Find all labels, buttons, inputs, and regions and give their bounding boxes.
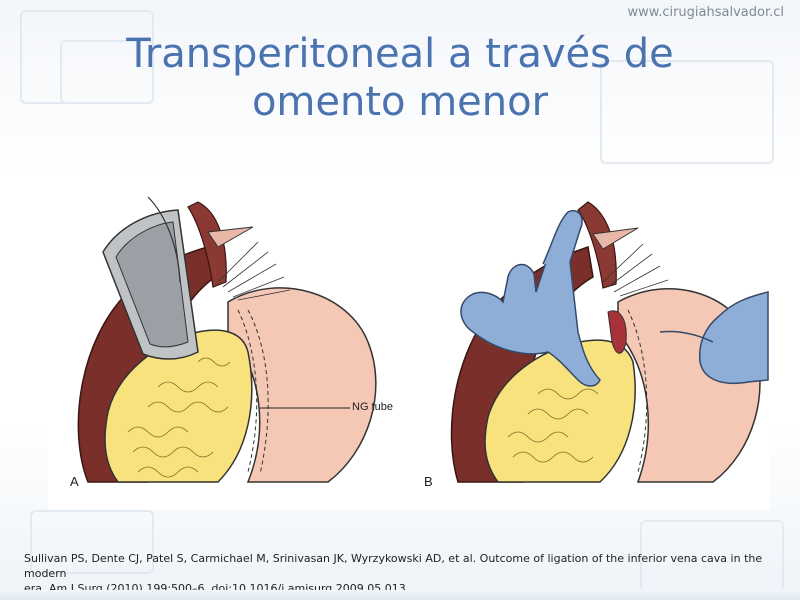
slide-title: Transperitoneal a través de omento menor [0,30,800,126]
reference-citation: Sullivan PS, Dente CJ, Patel S, Carmicha… [24,551,784,596]
ng-tube-callout: NG tube [352,401,393,413]
slide-title-line1: Transperitoneal a través de [126,31,674,77]
site-url: www.cirugiahsalvador.cl [627,5,784,20]
surgical-illustration: A B NG tube [48,182,770,510]
slide-footer-band [0,590,800,600]
panel-a-drawing [77,196,377,483]
citation-line1: Sullivan PS, Dente CJ, Patel S, Carmicha… [24,552,763,580]
slide-title-line2: omento menor [251,79,549,125]
panel-b-drawing [450,201,769,483]
panel-b-label: B [424,474,433,489]
illustration-drawing [77,196,769,483]
panel-a-label: A [70,474,79,489]
